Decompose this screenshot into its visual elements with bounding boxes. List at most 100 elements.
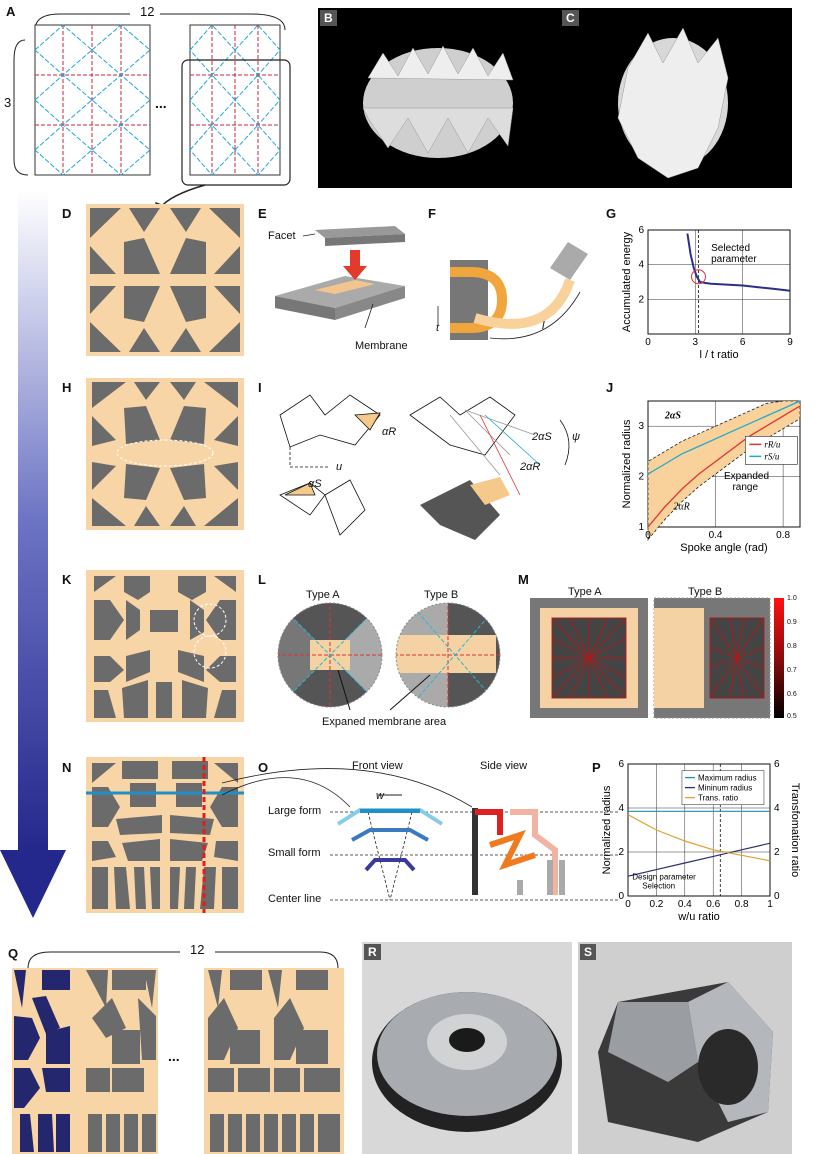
panel-label-p: P: [592, 760, 601, 775]
x-tick-label: 0.8: [735, 899, 749, 910]
pattern-q-left: [12, 968, 158, 1154]
t-label: t: [436, 322, 440, 334]
x-tick-label: 0.4: [678, 899, 692, 910]
stress-network-diagram: [530, 597, 771, 719]
two-alpha-r-label-j: 2αR: [673, 501, 689, 512]
x-tick-label: 0: [625, 899, 631, 910]
series-line-3: [627, 814, 771, 862]
two-alpha-s-label-j: 2αS: [664, 411, 682, 422]
selection-circle: [690, 269, 706, 285]
scale-0-9: 0.9: [787, 619, 797, 626]
series-line-2: [627, 842, 771, 877]
x-tick-label: 0.8: [776, 530, 790, 541]
connector-arrows-n-o: [221, 768, 473, 808]
front-view-label: Front view: [352, 760, 403, 772]
alpha-r-label: αR: [382, 426, 397, 438]
x-tick-label: 0.6: [706, 899, 720, 910]
panel-label-h: H: [62, 380, 72, 395]
x-tick-label: 0.4: [709, 530, 723, 541]
pattern-h: [86, 378, 244, 530]
panel-label-j: J: [606, 380, 614, 395]
ellipsis-a: ...: [155, 95, 167, 111]
expanded-range-band: [647, 400, 801, 541]
type-b-label-m: Type B: [688, 586, 723, 598]
panel-label-s: S: [580, 944, 597, 960]
hinge-bend-diagram: [437, 242, 588, 340]
x-tick-label: 0: [645, 530, 651, 541]
crease-pattern-a: [13, 13, 291, 212]
type-a-label-l: Type A: [306, 589, 340, 601]
panel-label-o: O: [258, 760, 269, 775]
u-label: u: [336, 461, 343, 473]
y-tick-label: 2: [618, 847, 624, 858]
count-12-label: 12: [140, 4, 155, 19]
count-3-label: 3: [4, 95, 12, 110]
pattern-k: [86, 570, 244, 722]
origami-drawing: [362, 27, 729, 179]
scale-0-5: 0.5: [787, 713, 797, 720]
w-label: w: [376, 790, 384, 802]
legend-box-p: [681, 770, 765, 805]
membrane-area-caption: Expaned membrane area: [322, 716, 447, 728]
expanded-line2: range: [732, 482, 758, 493]
x-tick-label: 0: [645, 337, 651, 348]
series-line-2: [647, 400, 801, 475]
y-tick-label: 1: [638, 522, 644, 533]
y-right-tick-label: 0: [774, 891, 780, 902]
y-tick-label: 2: [638, 472, 644, 483]
panel-label-n: N: [62, 760, 72, 775]
legend-entry-p-1: Maximum radius: [698, 774, 757, 783]
y-tick-label: 2: [638, 294, 644, 305]
scale-0-7: 0.7: [787, 667, 797, 674]
panel-label-m: M: [518, 572, 529, 587]
panel-label-e: E: [258, 206, 267, 221]
spoke-angle-diagram: [279, 394, 570, 540]
y-right-tick-label: 4: [774, 803, 780, 814]
photo-folded-paper: B C: [318, 8, 792, 188]
legend-entry-1: rR/u: [764, 439, 781, 449]
x-axis-label: Spoke angle (rad): [680, 542, 767, 554]
x-tick-label: 3: [693, 337, 699, 348]
panel-label-b: B: [320, 10, 337, 26]
two-alpha-s-label-i: 2αS: [532, 431, 552, 443]
pattern-q-right: [204, 968, 344, 1154]
type-b-label-l: Type B: [424, 589, 459, 601]
legend-entry-p-2: Mininum radius: [698, 784, 752, 793]
y-right-tick-label: 2: [774, 847, 780, 858]
front-side-view-diagram: [330, 794, 620, 901]
large-form-label: Large form: [268, 805, 322, 817]
pattern-d: [86, 204, 244, 356]
alpha-s-label: αS: [308, 478, 322, 490]
photo-robot-large-form: R: [362, 942, 572, 1154]
plot-frame: [627, 763, 771, 897]
plot-frame: [647, 229, 791, 335]
panel-label-l: L: [258, 572, 266, 587]
x-tick-label: 1: [767, 899, 773, 910]
panel-label-q: Q: [8, 946, 19, 961]
l-label: l: [542, 320, 545, 332]
y-tick-label: 6: [638, 225, 644, 236]
y-tick-label: 3: [638, 421, 644, 432]
scale-0-8: 0.8: [787, 643, 797, 650]
membrane-area-diagram: [277, 602, 501, 711]
y-right-tick-label: 6: [774, 759, 780, 770]
y-axis-label: Accumulated energy: [621, 231, 633, 332]
x-tick-label: 6: [740, 337, 746, 348]
photo-robot-small-form: S: [578, 942, 792, 1154]
y-axis-label: Normalized radius: [601, 785, 613, 874]
x-tick-label: 0.2: [649, 899, 663, 910]
count-12-q: 12: [190, 942, 205, 957]
panel-label-a: A: [6, 4, 16, 19]
panel-label-g: G: [606, 206, 617, 221]
side-view-label: Side view: [480, 760, 528, 772]
workflow-arrow: [0, 190, 66, 918]
p-annotation-line2: Selection: [642, 882, 675, 891]
legend-entry-p-3: Trans. ratio: [698, 794, 739, 803]
two-alpha-r-label-i: 2αR: [520, 461, 541, 473]
membrane-label: Membrane: [355, 340, 408, 352]
